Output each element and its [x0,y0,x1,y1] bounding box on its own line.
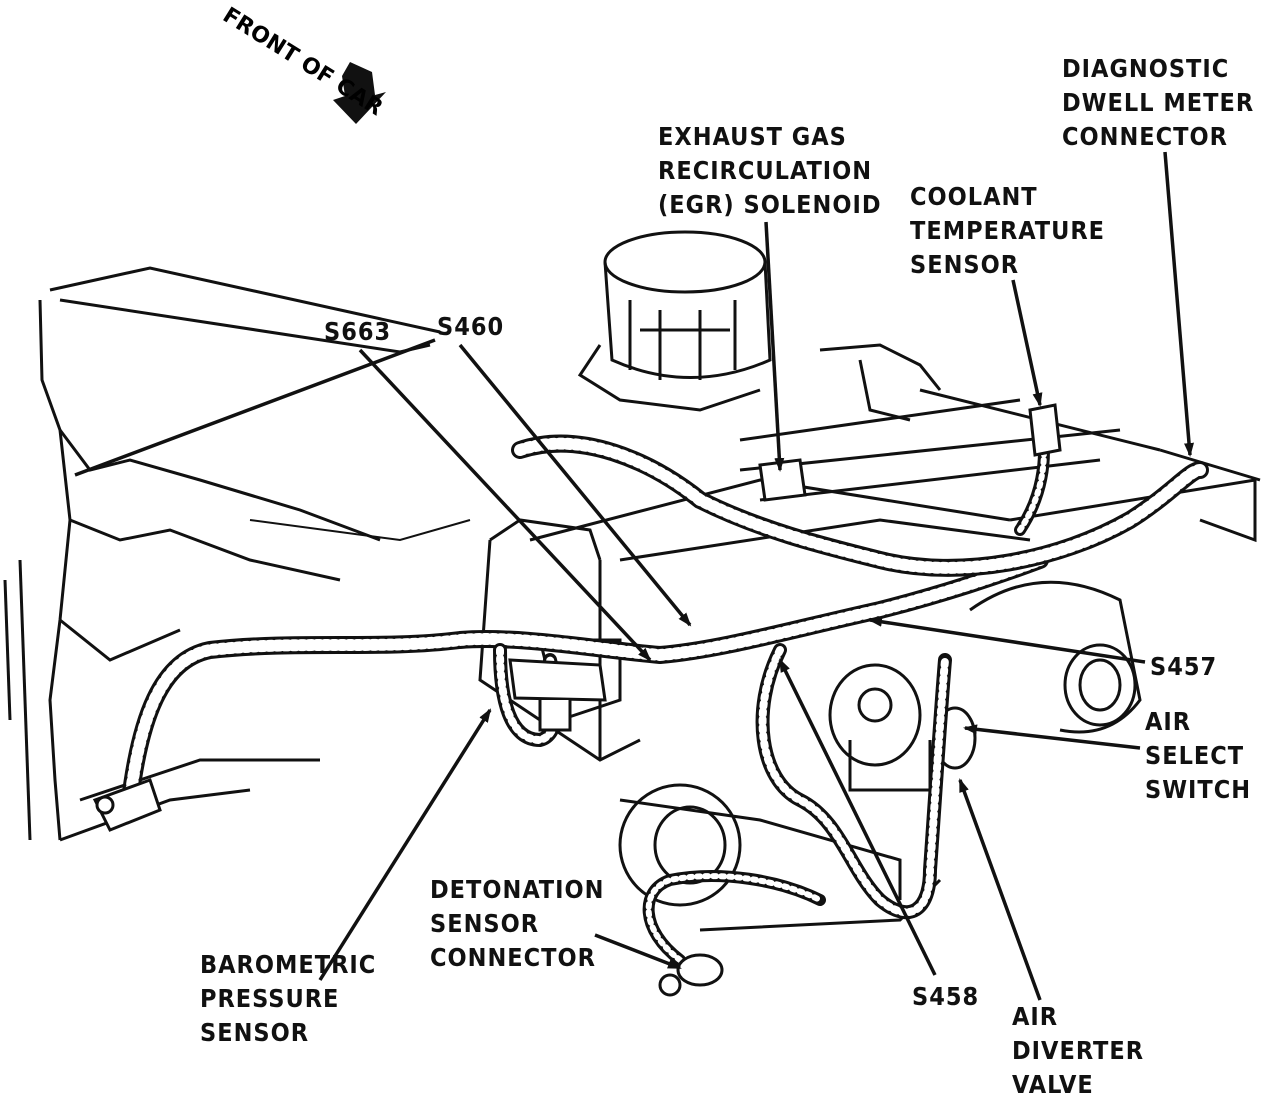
coolant-label-line3: SENSOR [910,250,1020,279]
egr-label-line2: RECIRCULATION [658,156,873,185]
egr-label-line3: (EGR) SOLENOID [658,190,882,219]
wiring-harness [121,414,1209,966]
air-diverter-line2: DIVERTER [1012,1036,1145,1065]
air-select-line2: SELECT [1145,741,1245,770]
coolant-sensor-body [1028,403,1062,457]
diagnostic-label-line1: DIAGNOSTIC [1062,54,1230,83]
egr-label-line1: EXHAUST GAS [658,122,847,151]
s457-text: S457 [1150,652,1218,681]
detonation-line2: SENSOR [430,909,540,938]
air-select-line1: AIR [1145,707,1192,736]
egr-solenoid-body [758,458,807,502]
s458-text: S458 [912,982,980,1011]
barometric-line3: SENSOR [200,1018,310,1047]
detonation-sensor-body [658,953,724,997]
alternator-outline [618,580,1142,907]
front-of-car-arrow-icon [333,62,386,124]
s663-label: S663 [324,315,391,349]
barometric-line2: PRESSURE [200,984,340,1013]
barometric-sensor-body [508,658,607,732]
diagnostic-connector-label: DIAGNOSTIC DWELL METER CONNECTOR [1062,52,1254,154]
coolant-sensor-label: COOLANT TEMPERATURE SENSOR [910,180,1105,282]
detonation-connector-label: DETONATION SENSOR CONNECTOR [430,873,604,975]
barometric-sensor-label: BAROMETRIC PRESSURE SENSOR [200,948,376,1050]
transmission-outline [3,266,471,842]
air-diverter-line3: VALVE [1012,1070,1094,1099]
s458-label: S458 [912,980,979,1014]
callout-arrows [74,151,1194,1001]
bracket-left [92,778,162,832]
s663-text: S663 [324,317,392,346]
egr-solenoid-label: EXHAUST GAS RECIRCULATION (EGR) SOLENOID [658,120,882,222]
s460-label: S460 [437,310,504,344]
air-select-switch-label: AIR SELECT SWITCH [1145,705,1251,807]
air-diverter-line1: AIR [1012,1002,1059,1031]
barometric-line1: BAROMETRIC [200,950,377,979]
s460-text: S460 [437,312,505,341]
diagnostic-label-line3: CONNECTOR [1062,122,1228,151]
s457-label: S457 [1150,650,1217,684]
air-cleaner-outline [577,230,942,422]
detonation-line1: DETONATION [430,875,605,904]
coolant-label-line1: COOLANT [910,182,1038,211]
detonation-line3: CONNECTOR [430,943,596,972]
air-select-line3: SWITCH [1145,775,1252,804]
air-diverter-valve-label: AIR DIVERTER VALVE [1012,1000,1144,1102]
diagnostic-label-line2: DWELL METER [1062,88,1255,117]
coolant-label-line2: TEMPERATURE [910,216,1106,245]
